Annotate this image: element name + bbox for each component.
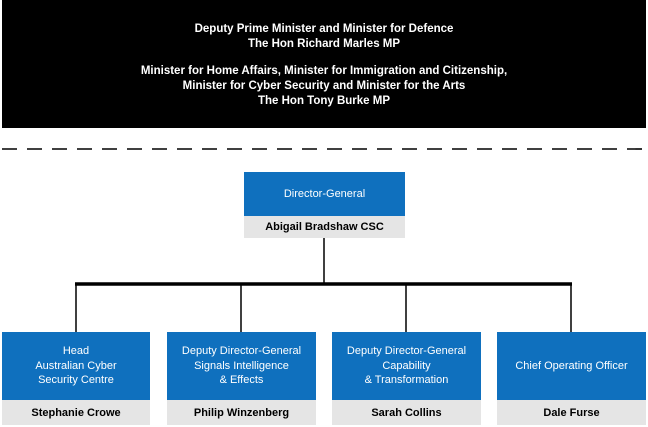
role-line: Head [62, 345, 90, 358]
minister-block-home-affairs: Minister for Home Affairs, Minister for … [2, 64, 646, 109]
role-title: Head Australian Cyber Security Centre [2, 332, 150, 400]
report-box-signals: Deputy Director-General Signals Intellig… [167, 332, 316, 425]
person-name: Abigail Bradshaw CSC [244, 216, 405, 238]
role-line: & Effects [219, 374, 264, 387]
role-title: Deputy Director-General Capability & Tra… [332, 332, 481, 400]
minister-name: The Hon Tony Burke MP [257, 95, 391, 107]
role-line: Australian Cyber [35, 359, 117, 372]
ministers-panel: Deputy Prime Minister and Minister for D… [2, 0, 646, 128]
person-name: Philip Winzenberg [167, 400, 316, 425]
role-title: Chief Operating Officer [497, 332, 646, 400]
role-line: Chief Operating Officer [515, 359, 628, 372]
report-box-coo: Chief Operating Officer Dale Furse [497, 332, 646, 425]
role-line: Capability [382, 359, 431, 372]
role-title: Director-General [244, 172, 405, 216]
person-name: Stephanie Crowe [2, 400, 150, 425]
report-box-acsc: Head Australian Cyber Security Centre St… [2, 332, 150, 425]
director-general-box: Director-General Abigail Bradshaw CSC [244, 172, 405, 238]
minister-block-defence: Deputy Prime Minister and Minister for D… [2, 22, 646, 52]
minister-name: The Hon Richard Marles MP [247, 38, 401, 50]
role-line: Deputy Director-General [181, 345, 302, 358]
role-line: & Transformation [364, 374, 449, 387]
role-line: Director-General [283, 187, 366, 200]
role-title: Deputy Director-General Signals Intellig… [167, 332, 316, 400]
minister-title: Minister for Cyber Security and Minister… [182, 80, 466, 92]
minister-title: Minister for Home Affairs, Minister for … [140, 65, 508, 77]
person-name: Dale Furse [497, 400, 646, 425]
person-name: Sarah Collins [332, 400, 481, 425]
role-line: Deputy Director-General [346, 345, 467, 358]
role-line: Signals Intelligence [194, 359, 289, 372]
role-line: Security Centre [38, 374, 114, 387]
report-box-capability: Deputy Director-General Capability & Tra… [332, 332, 481, 425]
minister-title: Deputy Prime Minister and Minister for D… [194, 23, 454, 35]
